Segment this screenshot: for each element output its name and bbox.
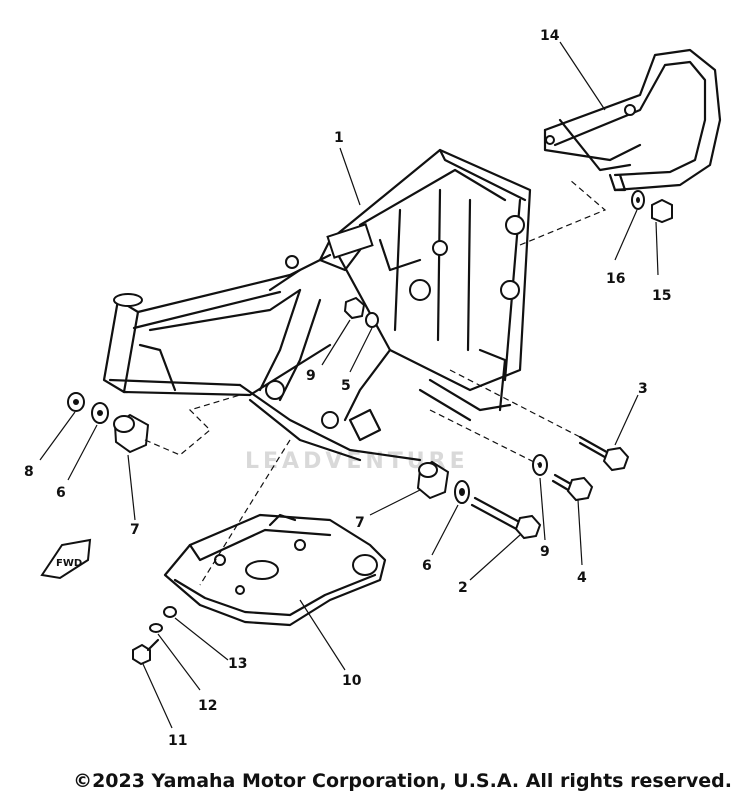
callout-7-right: 7 [355, 515, 365, 531]
callout-2: 2 [458, 580, 468, 596]
callout-6-left: 6 [56, 485, 66, 501]
bolt-15 [651, 198, 673, 224]
callout-7-left: 7 [130, 522, 140, 538]
callout-10: 10 [342, 673, 362, 689]
bolt-11 [132, 638, 160, 666]
skid-plate [163, 513, 387, 627]
callout-9-upper: 9 [306, 368, 316, 384]
callout-11: 11 [168, 733, 187, 749]
callout-3: 3 [638, 381, 648, 397]
washer-12 [149, 623, 163, 633]
callout-5: 5 [341, 378, 351, 394]
callout-4: 4 [577, 570, 587, 586]
bolt-2 [470, 496, 542, 540]
main-frame [102, 148, 532, 462]
callout-labels: 1 14 15 16 3 4 9 2 6 7 7 6 8 9 5 10 13 1… [24, 28, 671, 749]
callout-1: 1 [334, 130, 344, 146]
nut-8 [67, 392, 85, 412]
callout-12: 12 [198, 698, 217, 714]
bushing-7-right [416, 460, 450, 500]
copyright-notice: ©2023 Yamaha Motor Corporation, U.S.A. A… [73, 770, 732, 792]
washer-13 [163, 606, 177, 618]
bushing-7-left [113, 413, 150, 454]
callout-14: 14 [540, 28, 560, 44]
callout-9-right: 9 [540, 544, 550, 560]
nut-16 [631, 190, 645, 210]
fwd-label: FWD [56, 558, 82, 569]
bolt-4 [551, 473, 594, 502]
rear-grab-bar [543, 48, 722, 192]
callout-13: 13 [228, 656, 247, 672]
callout-6-right: 6 [422, 558, 432, 574]
nut-5 [365, 312, 379, 328]
callout-8: 8 [24, 464, 34, 480]
callout-15: 15 [652, 288, 671, 304]
fwd-arrow-icon: FWD [40, 538, 92, 580]
bolt-3 [578, 435, 630, 472]
washer-6-right [454, 480, 470, 504]
exploded-parts-diagram: LEADVENTURE [24, 28, 722, 749]
leader-lines [39, 41, 659, 729]
nut-9-upper [343, 296, 366, 320]
callout-16: 16 [606, 271, 625, 287]
washer-6-left [91, 402, 109, 424]
